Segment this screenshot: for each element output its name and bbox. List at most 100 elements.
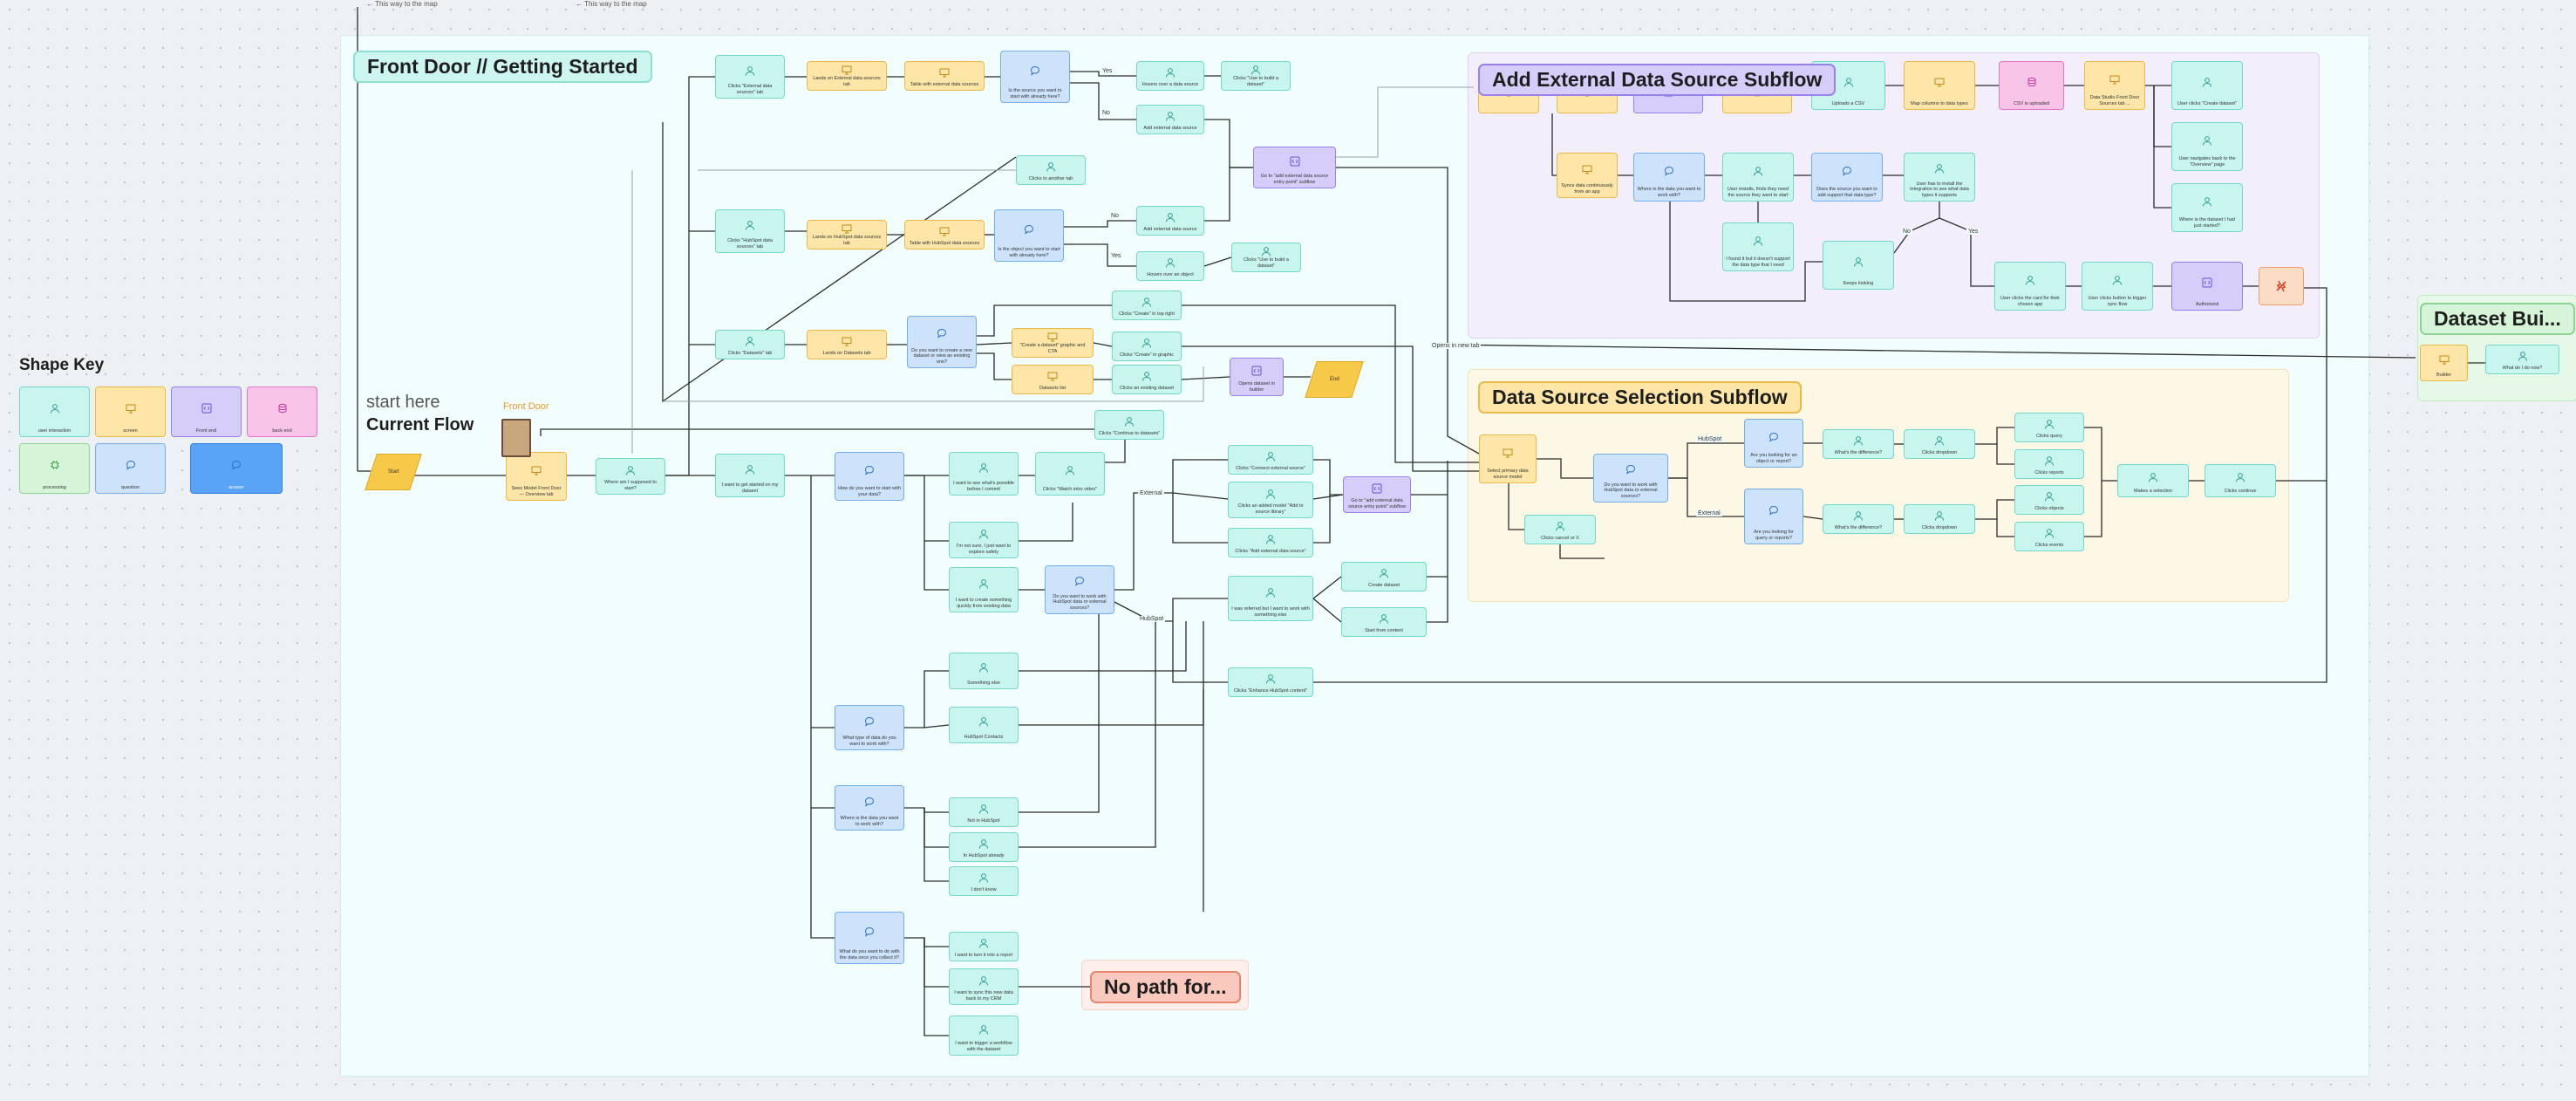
flow-node-n51[interactable]: What do you want to do with the data onc… [835, 912, 904, 964]
flow-node-n89[interactable]: Clicks events [2014, 522, 2084, 551]
flow-node-n1[interactable]: Sees Model Front Door — Overview tab [506, 452, 567, 501]
flow-node-n4[interactable]: Lands on External data sources tab [807, 61, 887, 91]
map-note-right[interactable]: ← This way to the map [576, 0, 647, 8]
flow-node-n66[interactable]: Syncs data continuously from an app [1557, 153, 1618, 198]
flow-node-n49[interactable]: In HubSpot already [949, 832, 1019, 862]
flow-node-n22[interactable]: Clicks "Create" in top right [1112, 291, 1182, 320]
flow-node-n91[interactable]: Clicks continue [2205, 464, 2276, 497]
flow-node-n28[interactable]: I want to get started on my dataset [715, 454, 785, 497]
flow-node-n75[interactable]: Authorized [2171, 262, 2243, 311]
flow-node-n41[interactable]: Create dataset [1341, 562, 1427, 592]
section-title-no-path[interactable]: No path for... [1090, 971, 1241, 1003]
flow-node-n62[interactable]: Data Studio Front Door Sources tab ... [2084, 61, 2145, 110]
shape-key-label: processing [43, 484, 66, 490]
flow-node-n29[interactable]: How do you want to start with your data? [835, 452, 904, 501]
monitor-icon [939, 64, 950, 82]
flow-node-n72[interactable]: Keeps looking [1823, 241, 1894, 290]
flow-node-n37[interactable]: Clicks an added model "Add to source lib… [1228, 482, 1313, 518]
flow-node-n47[interactable]: Where is the data you want to work with? [835, 785, 904, 831]
flow-node-n54[interactable]: I want to trigger a workflow with the da… [949, 1016, 1019, 1056]
flow-node-n11[interactable]: Clicks to another tab [1016, 155, 1086, 185]
flow-node-n93[interactable]: What do I do now? [2485, 345, 2559, 374]
flow-node-n36[interactable]: Clicks "Connect external source" [1228, 445, 1313, 475]
flow-node-n35[interactable]: Do you want to work with HubSpot data or… [1045, 565, 1114, 614]
flow-node-n21[interactable]: Do you want to create a new dataset or v… [907, 316, 977, 368]
flow-node-n52[interactable]: I want to turn it into a report [949, 932, 1019, 961]
section-title-front-door[interactable]: Front Door // Getting Started [353, 51, 652, 83]
flow-node-n39[interactable]: Go to "add external data source entry po… [1343, 476, 1411, 513]
flow-node-n7[interactable]: Hovers over a data source [1136, 61, 1204, 91]
flow-node-n70[interactable]: User has to install the integration to s… [1904, 153, 1975, 202]
flow-node-n17[interactable]: Hovers over an object [1136, 251, 1204, 281]
flow-node-n12[interactable]: Clicks "HubSpot data sources" tab [715, 209, 785, 253]
flow-node-n45[interactable]: Something else [949, 653, 1019, 689]
flow-node-n31[interactable]: Clicks "Watch intro video" [1035, 452, 1105, 496]
flow-node-n92[interactable]: Builder [2420, 345, 2468, 381]
flow-node-n88[interactable]: Clicks objects [2014, 485, 2084, 515]
flow-node-n82[interactable]: Clicks dropdown [1904, 429, 1975, 459]
flow-node-n27[interactable]: Opens dataset in builder [1230, 358, 1284, 396]
flow-node-n18[interactable]: Clicks "Use to build a dataset" [1231, 243, 1301, 272]
flow-node-n79[interactable]: Do you want to work with HubSpot data or… [1593, 454, 1668, 503]
flow-node-n76[interactable] [2259, 267, 2304, 305]
flow-node-n43[interactable]: Clicks "Enhance HubSpot content" [1228, 667, 1313, 697]
flow-node-n5[interactable]: Table with external data sources [904, 61, 985, 91]
flow-node-n53[interactable]: I want to sync this new data back to my … [949, 968, 1019, 1005]
flow-node-n64[interactable]: User navigates back to the "Overview" pa… [2171, 122, 2243, 171]
flow-node-n16[interactable]: Add external data source [1136, 206, 1204, 236]
section-title-add-external[interactable]: Add External Data Source Subflow [1478, 64, 1837, 96]
flow-node-n38[interactable]: Clicks "Add external data source" [1228, 528, 1313, 557]
flow-node-n19[interactable]: Clicks "Datasets" tab [715, 330, 785, 359]
flow-node-n90[interactable]: Makes a selection [2117, 464, 2189, 497]
flow-node-n34[interactable]: I want to create something quickly from … [949, 567, 1019, 612]
flow-node-n42[interactable]: Start from content [1341, 607, 1427, 637]
flow-node-n48[interactable]: Not in HubSpot [949, 797, 1019, 827]
flow-node-n14[interactable]: Table with HubSpot data sources [904, 220, 985, 250]
flow-node-n81[interactable]: What's the difference? [1823, 429, 1894, 459]
flow-node-n20[interactable]: Lands on Datasets tab [807, 330, 887, 359]
flow-node-n24[interactable]: Clicks "Create" in graphic [1112, 332, 1182, 361]
flow-node-n67[interactable]: Where is the data you want to work with? [1633, 153, 1705, 202]
flow-node-n44[interactable]: What type of data do you want to work wi… [835, 705, 904, 750]
flow-node-n8[interactable]: Clicks "Use to build a dataset" [1221, 61, 1291, 91]
flow-node-n25[interactable]: Datasets list [1012, 365, 1094, 394]
flow-node-n80[interactable]: Are you looking for an object or report? [1744, 419, 1803, 468]
flow-node-n69[interactable]: Does the source you want to add support … [1811, 153, 1883, 202]
flow-node-n33[interactable]: I'm not sure, I just want to explore saf… [949, 522, 1019, 558]
flow-node-n63[interactable]: User clicks "Create dataset" [2171, 61, 2243, 110]
flow-node-n84[interactable]: Clicks reports [2014, 449, 2084, 479]
flow-node-n32[interactable]: Clicks "Continue to datasets" [1094, 410, 1164, 440]
flow-node-n73[interactable]: User clicks the card for their chosen ap… [1994, 262, 2066, 311]
flow-node-n10[interactable]: Go to "add external data source entry po… [1253, 147, 1336, 188]
flow-node-n87[interactable]: Clicks dropdown [1904, 504, 1975, 534]
connector-20 [1203, 256, 1232, 267]
person-icon [1046, 158, 1056, 176]
flow-node-n26[interactable]: Clicks an existing dataset [1112, 365, 1182, 394]
flow-node-n13[interactable]: Lands on HubSpot data sources tab [807, 220, 887, 250]
flow-node-n65[interactable]: Where is the dataset I had just started? [2171, 183, 2243, 232]
flow-node-n60[interactable]: Map columns to data types [1904, 61, 1975, 110]
flow-node-n78[interactable]: Clicks cancel or X [1524, 515, 1596, 544]
flow-node-n3[interactable]: Clicks "External data sources" tab [715, 55, 785, 99]
section-title-data-source[interactable]: Data Source Selection Subflow [1478, 381, 1802, 414]
flow-node-n23[interactable]: "Create a dataset" graphic and CTA [1012, 328, 1094, 358]
flow-node-n6[interactable]: Is the source you want to start with alr… [1000, 51, 1070, 103]
section-title-dataset-builder[interactable]: Dataset Bui... [2420, 303, 2575, 335]
flow-node-n86[interactable]: What's the difference? [1823, 504, 1894, 534]
flow-node-n9[interactable]: Add external data source [1136, 105, 1204, 134]
flow-node-n2[interactable]: Where am I supposed to start? [596, 458, 665, 495]
flow-node-n61[interactable]: CSV is uploaded [1999, 61, 2064, 110]
flow-node-n30[interactable]: I want to see what's possible before I c… [949, 452, 1019, 496]
edge-label-hubspot: HubSpot [1696, 436, 1724, 442]
flow-node-n77[interactable]: Select primary data source model [1479, 434, 1537, 483]
flow-node-n74[interactable]: User clicks button to trigger sync flow [2082, 262, 2153, 311]
flow-node-n50[interactable]: I don't know [949, 866, 1019, 896]
flow-node-n40[interactable]: I was referred but I want to work with s… [1228, 576, 1313, 621]
flow-node-n85[interactable]: Are you looking for query or reports? [1744, 489, 1803, 544]
flow-node-n83[interactable]: Clicks query [2014, 413, 2084, 442]
flow-node-n15[interactable]: Is the object you want to start with alr… [994, 209, 1064, 262]
flow-node-n46[interactable]: HubSpot Contacts [949, 707, 1019, 743]
flow-node-n71[interactable]: I found it but it doesn't support the da… [1722, 222, 1794, 271]
map-note-left[interactable]: ← This way to the map [366, 0, 438, 8]
flow-node-n68[interactable]: User installs, finds they need the sourc… [1722, 153, 1794, 202]
